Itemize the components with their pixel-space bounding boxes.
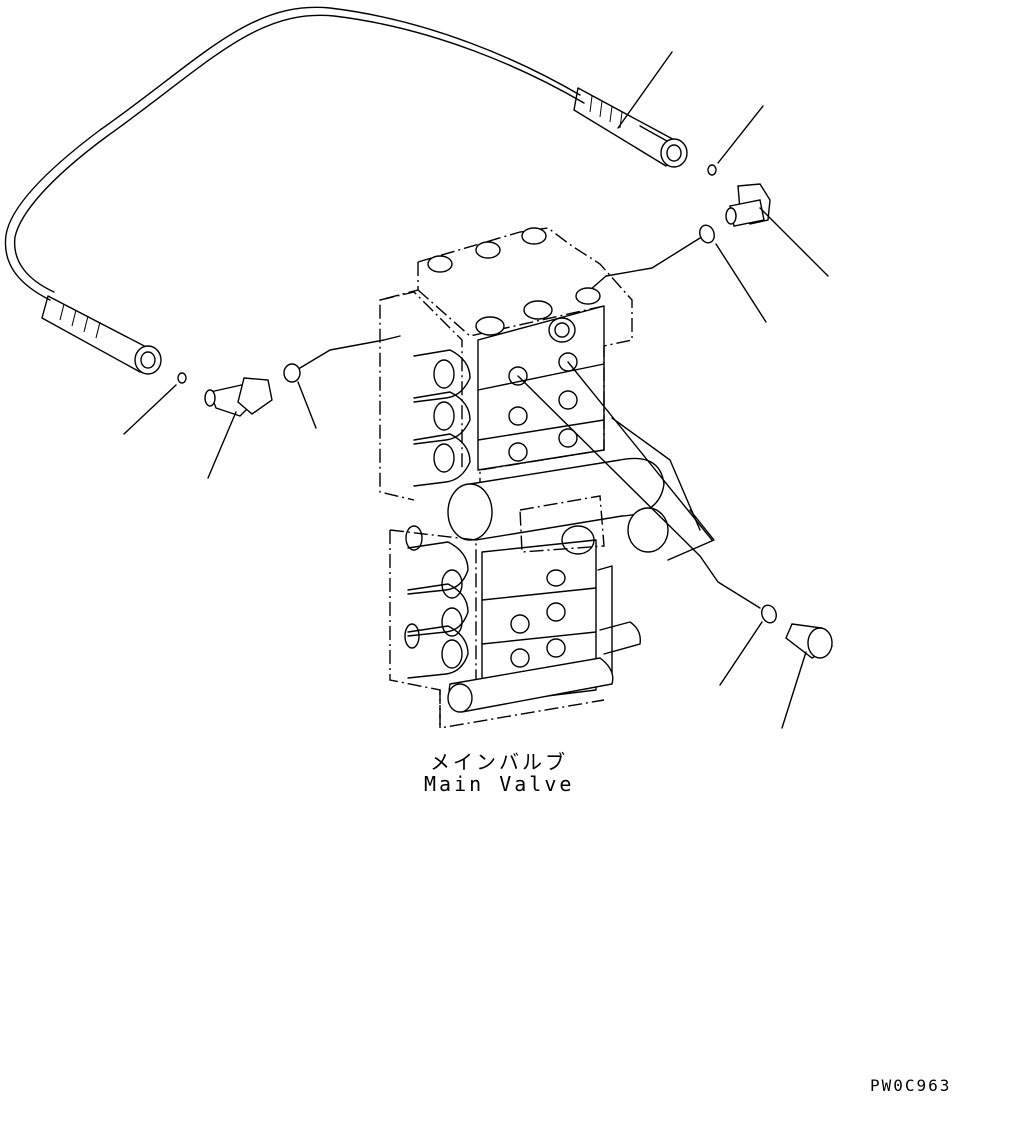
o-ring-left bbox=[283, 335, 401, 429]
hose-end-fitting-top bbox=[573, 51, 688, 168]
main-valve-block bbox=[379, 227, 715, 729]
component-label-english: Main Valve bbox=[424, 772, 575, 796]
drawing-code: PW0C963 bbox=[870, 1076, 952, 1095]
small-o-ring-left bbox=[123, 372, 187, 435]
o-ring-bottom bbox=[699, 555, 777, 686]
elbow-fitting-left bbox=[204, 377, 273, 479]
o-ring-top bbox=[589, 224, 767, 323]
small-o-ring-top bbox=[707, 105, 764, 176]
hydraulic-hose bbox=[4, 6, 585, 301]
hose-end-fitting-left bbox=[41, 295, 162, 375]
elbow-fitting-top bbox=[725, 183, 829, 277]
component-label-japanese: メインバルブ bbox=[430, 750, 568, 774]
plug bbox=[781, 623, 833, 729]
